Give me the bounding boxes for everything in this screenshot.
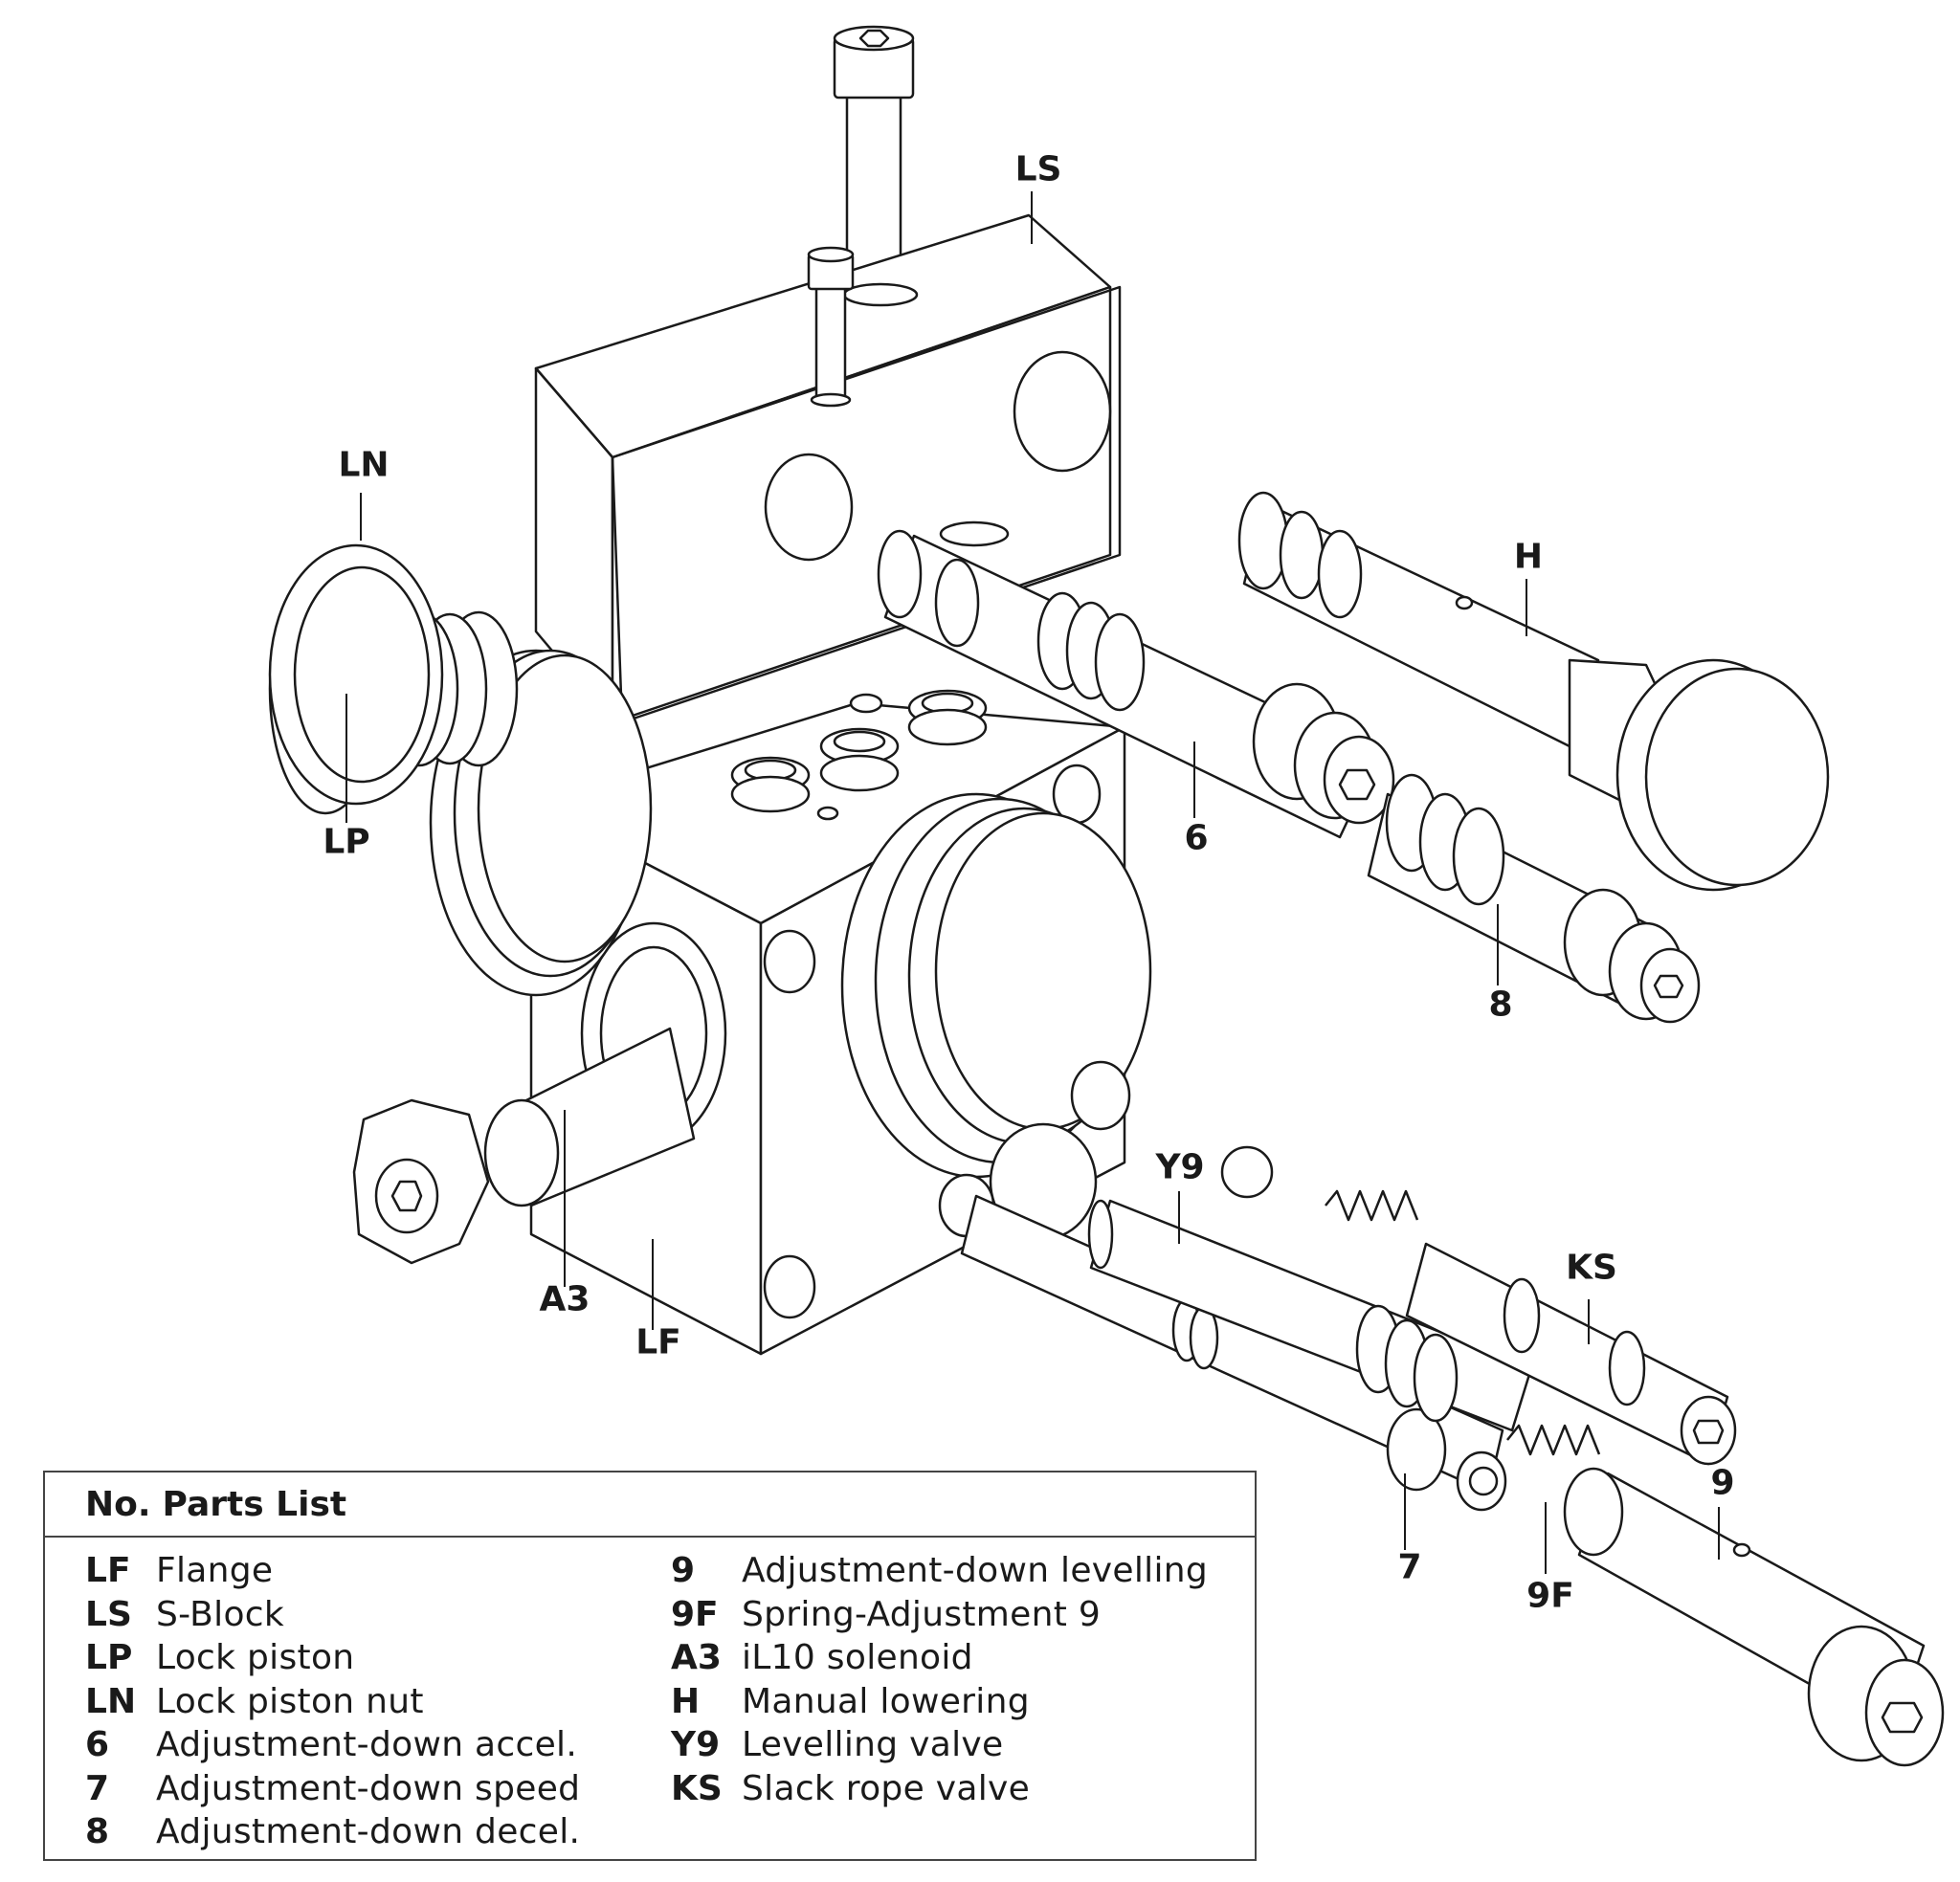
part-code: 6: [85, 1725, 110, 1765]
part-row: LN Lock piston nut: [85, 1680, 580, 1724]
part-row: LS S-Block: [85, 1593, 580, 1637]
part-row: H Manual lowering: [671, 1680, 1208, 1724]
part-code: 9: [671, 1551, 696, 1591]
part-name: Adjustment-down levelling: [742, 1551, 1209, 1591]
part-code: LP: [85, 1638, 133, 1678]
part-code: LF: [85, 1551, 131, 1591]
lock-piston: [270, 545, 517, 813]
callout-ls: LS: [1014, 149, 1062, 189]
solenoid: [354, 1029, 694, 1263]
part-row: LF Flange: [85, 1549, 580, 1593]
rod-ks: [1407, 1244, 1735, 1464]
part-name: iL10 solenoid: [742, 1638, 973, 1678]
spring-ks: [1325, 1191, 1417, 1220]
rod-9: [1565, 1469, 1943, 1765]
parts-list-header: No. Parts List: [45, 1472, 1255, 1538]
part-code: 7: [85, 1768, 110, 1808]
part-row: Y9 Levelling valve: [671, 1723, 1208, 1767]
part-code: LN: [85, 1681, 137, 1721]
manual-lowering: [1239, 493, 1828, 890]
cartridge-8: [1369, 775, 1699, 1022]
part-name: Lock piston: [156, 1638, 355, 1678]
y9-ball: [1222, 1147, 1272, 1197]
part-code: LS: [85, 1594, 132, 1634]
part-name: Adjustment-down decel.: [156, 1812, 581, 1852]
callout-8: 8: [1488, 985, 1513, 1025]
part-row: 7 Adjustment-down speed: [85, 1767, 580, 1811]
callout-9f: 9F: [1526, 1576, 1574, 1616]
part-name: Slack rope valve: [742, 1768, 1031, 1808]
parts-list-right-column: 9 Adjustment-down levelling 9F Spring-Adju…: [671, 1549, 1208, 1810]
rod-y9: [1089, 1201, 1531, 1430]
part-name: Levelling valve: [742, 1725, 1004, 1765]
callout-ks: KS: [1566, 1248, 1617, 1288]
top-bolt-short: [809, 248, 853, 406]
part-row: A3 iL10 solenoid: [671, 1636, 1208, 1680]
spring-9f: [1507, 1426, 1599, 1454]
part-row: LP Lock piston: [85, 1636, 580, 1680]
callout-6: 6: [1184, 818, 1209, 858]
part-name: Lock piston nut: [156, 1681, 424, 1721]
callout-7: 7: [1397, 1547, 1422, 1587]
part-name: Manual lowering: [742, 1681, 1030, 1721]
parts-list-title: Parts List: [162, 1484, 347, 1524]
part-name: Spring-Adjustment 9: [742, 1594, 1102, 1634]
part-code: H: [671, 1681, 701, 1721]
part-row: KS Slack rope valve: [671, 1767, 1208, 1811]
callout-a3: A3: [539, 1279, 590, 1319]
part-row: 8 Adjustment-down decel.: [85, 1810, 580, 1854]
cartridge-6: [879, 531, 1393, 837]
callout-9: 9: [1710, 1463, 1735, 1503]
callout-lp: LP: [323, 822, 370, 862]
part-name: Flange: [156, 1551, 274, 1591]
part-name: S-Block: [156, 1594, 285, 1634]
callout-ln: LN: [338, 445, 390, 485]
part-name: Adjustment-down accel.: [156, 1725, 578, 1765]
part-code: 9F: [671, 1594, 719, 1634]
front-cap: [842, 794, 1150, 1239]
part-code: 8: [85, 1812, 110, 1852]
part-code: Y9: [671, 1725, 721, 1765]
parts-list-box: No. Parts List LF Flange LS S-Block LP Lock…: [43, 1471, 1257, 1861]
parts-list-no-label: No.: [85, 1484, 151, 1524]
part-row: 9 Adjustment-down levelling: [671, 1549, 1208, 1593]
part-code: A3: [671, 1638, 722, 1678]
parts-list-left-column: LF Flange LS S-Block LP Lock piston LN Lock …: [85, 1549, 580, 1854]
callout-h: H: [1513, 537, 1544, 577]
leader-lines: [346, 191, 1719, 1574]
part-code: KS: [671, 1768, 723, 1808]
part-name: Adjustment-down speed: [156, 1768, 581, 1808]
part-row: 6 Adjustment-down accel.: [85, 1723, 580, 1767]
part-row: 9F Spring-Adjustment 9: [671, 1593, 1208, 1637]
callout-lf: LF: [635, 1322, 681, 1362]
callout-y9: Y9: [1155, 1147, 1205, 1187]
